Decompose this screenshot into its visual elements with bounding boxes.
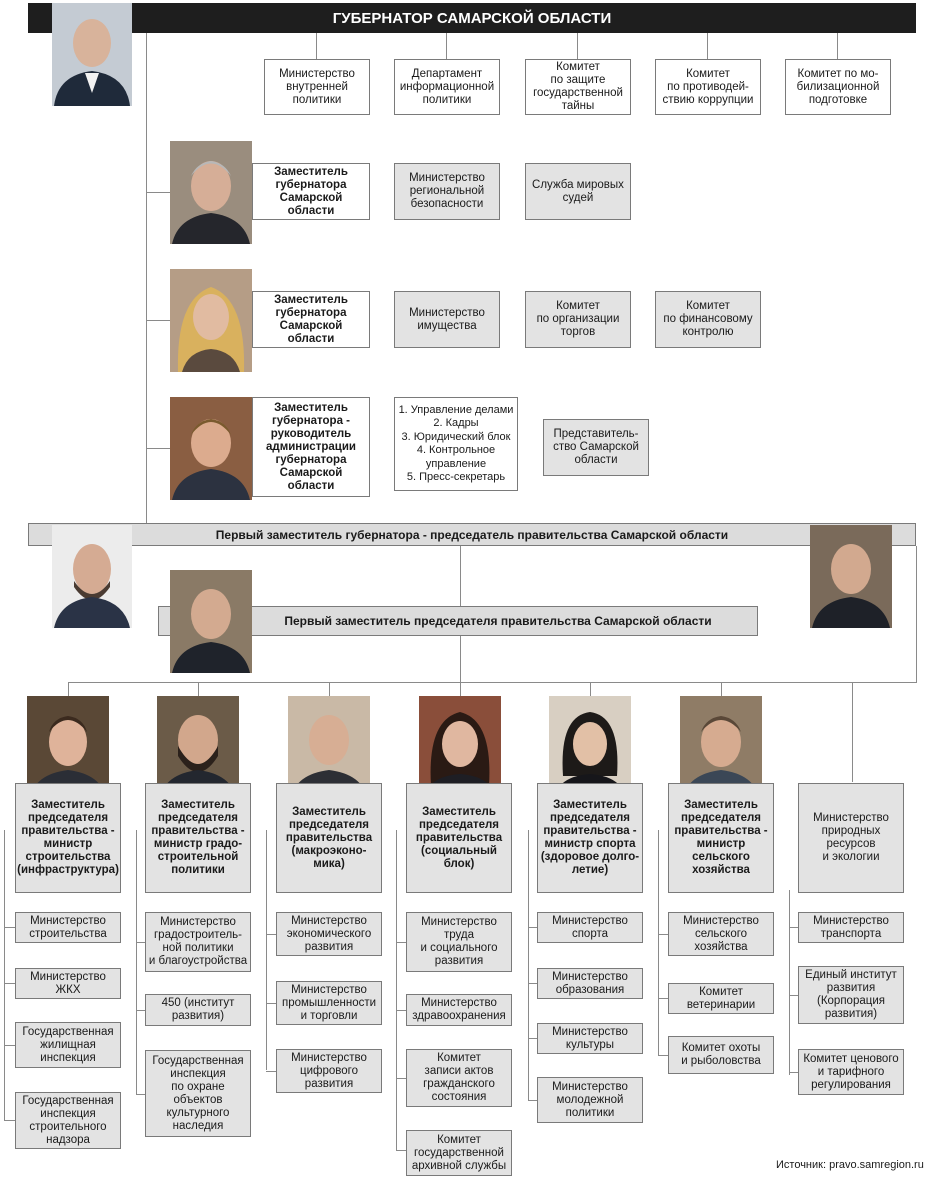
col7-unit-2: Единый институт развития (Корпорация раз… xyxy=(798,966,904,1024)
first-deputy-chairman-banner: Первый заместитель председателя правител… xyxy=(158,606,758,636)
col5-unit-2: Министерство образования xyxy=(537,968,643,999)
deputy-3-title: Заместитель губернатора - руководитель а… xyxy=(252,397,370,497)
first-deputy-governor-title: Первый заместитель губернатора - председ… xyxy=(215,527,729,542)
col6-unit-1: Министерство сельского хозяйства xyxy=(668,912,774,956)
unit-state-secret-committee: Комитет по защите государственной тайны xyxy=(525,59,631,115)
right-official-photo xyxy=(810,525,892,628)
source-caption: Источник: pravo.samregion.ru xyxy=(776,1159,924,1171)
deputy-3-unit-representation: Представитель- ство Самарской области xyxy=(543,419,649,476)
deputy-2-unit-tenders: Комитет по организации торгов xyxy=(525,291,631,348)
first-deputy-chairman-title: Первый заместитель председателя правител… xyxy=(284,614,712,628)
col5-unit-4: Министерство молодежной политики xyxy=(537,1077,643,1123)
governor-photo xyxy=(52,3,132,106)
column-6-title: Заместитель председателя правительства -… xyxy=(668,783,774,893)
first-deputy-chairman-photo xyxy=(170,570,252,673)
deputy-3-unit-administration-list: 1. Управление делами 2. Кадры 3. Юридиче… xyxy=(394,397,518,491)
unit-mobilization-committee: Комитет по мо- билизационной подготовке xyxy=(785,59,891,115)
deputy-2-photo xyxy=(170,269,252,372)
column-7-title: Министерство природных ресурсов и эколог… xyxy=(798,783,904,893)
unit-information-policy-department: Департамент информационной политики xyxy=(394,59,500,115)
deputy-3-photo xyxy=(170,397,252,500)
column-2-photo xyxy=(157,696,239,799)
column-5-title: Заместитель председателя правительства -… xyxy=(537,783,643,893)
deputy-1-unit-regional-security: Министерство региональной безопасности xyxy=(394,163,500,220)
governor-title: ГУБЕРНАТОР САМАРСКОЙ ОБЛАСТИ xyxy=(332,9,612,27)
col5-unit-3: Министерство культуры xyxy=(537,1023,643,1054)
deputy-2-unit-property: Министерство имущества xyxy=(394,291,500,348)
col2-unit-1: Министерство градостроитель- ной политик… xyxy=(145,912,251,972)
deputy-1-photo xyxy=(170,141,252,244)
deputy-2-title: Заместитель губернатора Самарской област… xyxy=(252,291,370,348)
col4-unit-3: Комитет записи актов гражданского состоя… xyxy=(406,1049,512,1107)
deputy-1-unit-magistrates: Служба мировых судей xyxy=(525,163,631,220)
column-3-title: Заместитель председателя правительства (… xyxy=(276,783,382,893)
col7-unit-3: Комитет ценового и тарифного регулирован… xyxy=(798,1049,904,1095)
column-2-title: Заместитель председателя правительства -… xyxy=(145,783,251,893)
unit-anticorruption-committee: Комитет по противодей- ствию коррупции xyxy=(655,59,761,115)
col1-unit-4: Государственная инспекция строительного … xyxy=(15,1092,121,1149)
governor-banner: ГУБЕРНАТОР САМАРСКОЙ ОБЛАСТИ xyxy=(28,3,916,33)
col3-unit-3: Министерство цифрового развития xyxy=(276,1049,382,1093)
column-1-title: Заместитель председателя правительства -… xyxy=(15,783,121,893)
col3-unit-1: Министерство экономического развития xyxy=(276,912,382,956)
col1-unit-1: Министерство строительства xyxy=(15,912,121,943)
col2-unit-2: 450 (институт развития) xyxy=(145,994,251,1026)
col4-unit-1: Министерство труда и социального развити… xyxy=(406,912,512,972)
first-deputy-governor-banner: Первый заместитель губернатора - председ… xyxy=(28,523,916,546)
column-6-photo xyxy=(680,696,762,799)
col7-unit-1: Министерство транспорта xyxy=(798,912,904,943)
col3-unit-2: Министерство промышленности и торговли xyxy=(276,981,382,1025)
col2-unit-3: Государственная инспекция по охране объе… xyxy=(145,1050,251,1137)
column-5-photo xyxy=(549,696,631,799)
col6-unit-2: Комитет ветеринарии xyxy=(668,983,774,1014)
col6-unit-3: Комитет охоты и рыболовства xyxy=(668,1036,774,1074)
first-deputy-governor-photo xyxy=(52,525,132,628)
column-4-title: Заместитель председателя правительства (… xyxy=(406,783,512,893)
unit-internal-policy-ministry: Министерство внутренней политики xyxy=(264,59,370,115)
col1-unit-2: Министерство ЖКХ xyxy=(15,968,121,999)
col4-unit-2: Министерство здравоохранения xyxy=(406,994,512,1026)
col1-unit-3: Государственная жилищная инспекция xyxy=(15,1022,121,1068)
deputy-1-title: Заместитель губернатора Самарской област… xyxy=(252,163,370,220)
col5-unit-1: Министерство спорта xyxy=(537,912,643,943)
col4-unit-4: Комитет государственной архивной службы xyxy=(406,1130,512,1176)
deputy-2-unit-financial-control: Комитет по финансовому контролю xyxy=(655,291,761,348)
